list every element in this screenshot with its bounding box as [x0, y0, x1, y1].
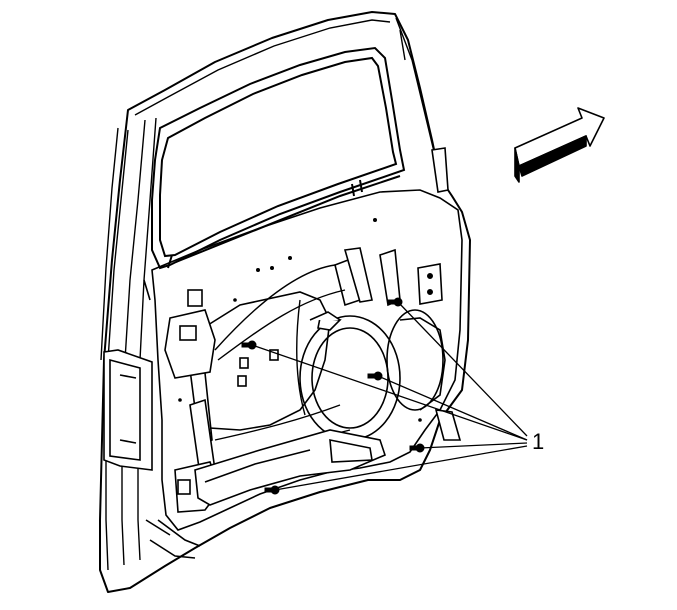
hinge-bracket	[103, 349, 153, 471]
callout-leader-lines	[251, 301, 528, 491]
lower-window-channel	[194, 429, 386, 506]
latch-mount-bracket	[343, 247, 443, 307]
trailing-edge-trim	[431, 147, 462, 441]
speaker-opening	[299, 309, 446, 441]
callout-number-1: 1	[532, 429, 544, 454]
forward-arrow-icon	[514, 107, 605, 183]
bolt-upper-left	[241, 340, 257, 350]
panel-holes	[178, 218, 422, 422]
inner-panel	[143, 189, 463, 559]
window-frame	[151, 46, 406, 270]
